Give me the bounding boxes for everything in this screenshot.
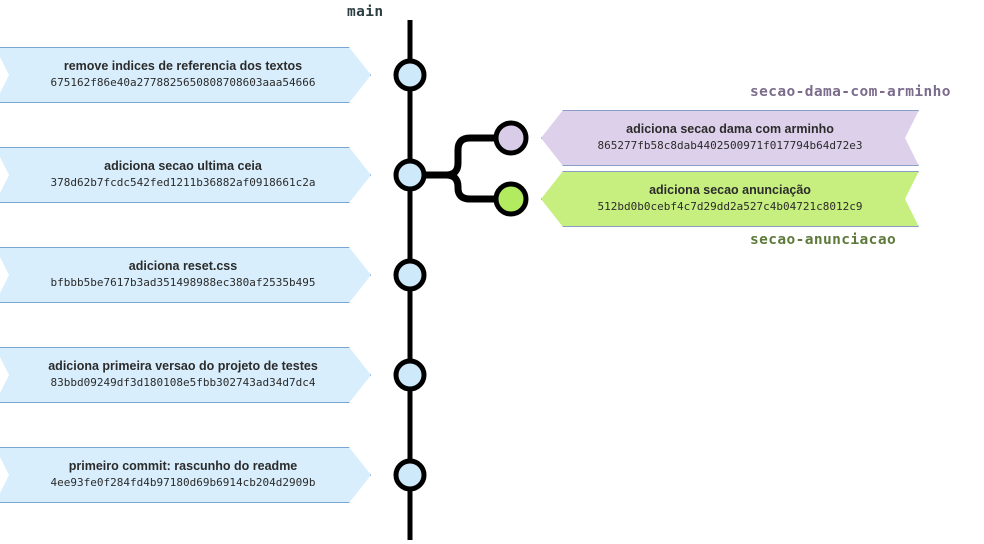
commit-hash: 865277fb58c8dab4402500971f017794b64d72e3 <box>597 139 863 153</box>
commit-node-main-5[interactable] <box>393 458 427 492</box>
commit-node-secao-dama-com-arminho[interactable] <box>493 120 529 156</box>
commit-node-main-2[interactable] <box>393 158 427 192</box>
branch-name-main: main <box>347 4 384 20</box>
commit-label[interactable]: adiciona primeira versao do projeto de t… <box>0 347 371 403</box>
commit-title: primeiro commit: rascunho do readme <box>68 459 298 474</box>
commit-title: adiciona secao dama com arminho <box>626 122 834 137</box>
branch-fork-connector-lower <box>406 171 515 203</box>
commit-node-main-4[interactable] <box>393 358 427 392</box>
commit-node-main-3[interactable] <box>393 258 427 292</box>
commit-hash: 378d62b7fcdc542fed1211b36882af0918661c2a <box>50 176 316 190</box>
branch-name-secao-dama-com-arminho: secao-dama-com-arminho <box>750 84 951 100</box>
commit-title: adiciona secao anunciação <box>649 183 811 198</box>
commit-hash: 512bd0b0cebf4c7d29dd2a527c4b04721c8012c9 <box>597 200 863 214</box>
commit-title: remove indices de referencia dos textos <box>63 59 303 74</box>
commit-hash: bfbbb5be7617b3ad351498988ec380af2535b495 <box>50 276 316 290</box>
commit-hash: 675162f86e40a2778825650808708603aaa54666 <box>50 76 316 90</box>
commit-node-main-1[interactable] <box>393 58 427 92</box>
commit-label[interactable]: adiciona reset.css bfbbb5be7617b3ad35149… <box>0 247 371 303</box>
commit-title: adiciona secao ultima ceia <box>104 159 262 174</box>
commit-label[interactable]: adiciona secao dama com arminho 865277fb… <box>541 110 919 166</box>
commit-node-secao-anunciacao[interactable] <box>493 181 529 217</box>
commit-label[interactable]: adiciona secao ultima ceia 378d62b7fcdc5… <box>0 147 371 203</box>
commit-title: adiciona reset.css <box>128 259 238 274</box>
commit-title: adiciona primeira versao do projeto de t… <box>48 359 318 374</box>
commit-label[interactable]: adiciona secao anunciação 512bd0b0cebf4c… <box>541 171 919 227</box>
commit-label[interactable]: primeiro commit: rascunho do readme 4ee9… <box>0 447 371 503</box>
branch-name-secao-anunciacao: secao-anunciacao <box>750 232 897 248</box>
commit-hash: 83bbd09249df3d180108e5fbb302743ad34d7dc4 <box>50 376 316 390</box>
commit-label[interactable]: remove indices de referencia dos textos … <box>0 47 371 103</box>
commit-hash: 4ee93fe0f284fd4b97180d69b6914cb204d2909b <box>50 476 316 490</box>
